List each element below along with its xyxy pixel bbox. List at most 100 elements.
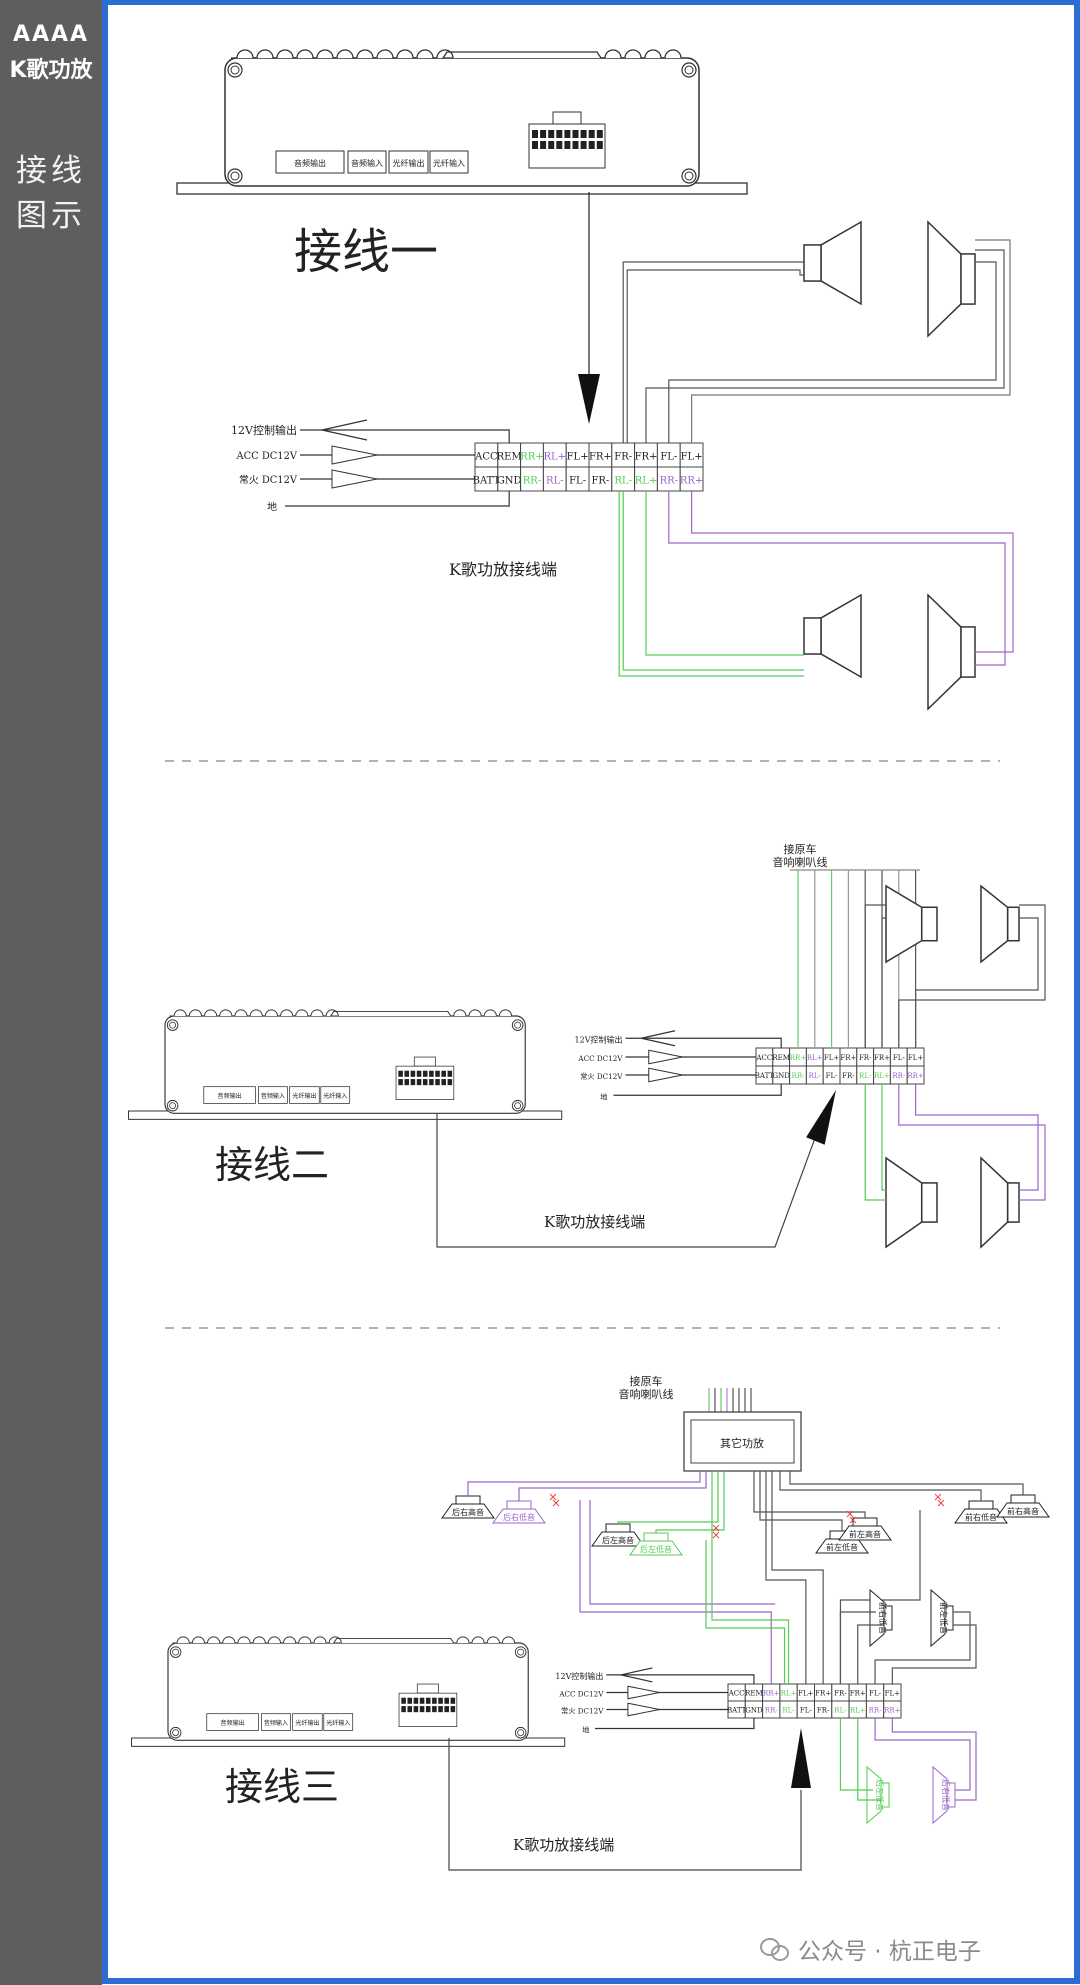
amp-port-label: 音频输入 bbox=[261, 1092, 285, 1100]
screw-icon bbox=[166, 1099, 179, 1112]
terminal-cell-label: FL- bbox=[800, 1707, 813, 1715]
brand-line-2: K歌功放 bbox=[9, 58, 93, 83]
small-speaker-icon: 后左高音 bbox=[591, 1523, 645, 1547]
connector-pin bbox=[404, 1079, 410, 1086]
connector-pin bbox=[416, 1070, 422, 1077]
speaker-cone bbox=[492, 1508, 546, 1524]
speaker-label: 前右低音 bbox=[965, 1512, 997, 1522]
speaker-icon bbox=[803, 593, 862, 679]
watermark: 公众号 · 杭正电子 bbox=[760, 1932, 981, 1966]
terminal-cell-label: RL+ bbox=[635, 475, 658, 486]
connector-pin bbox=[596, 130, 603, 138]
terminal-cell-label: FL- bbox=[893, 1054, 906, 1062]
terminal-cell-label: RL- bbox=[614, 475, 632, 486]
connector-tab bbox=[413, 1056, 436, 1067]
connector-pin bbox=[580, 130, 587, 138]
amplifier-2: 音频输出音频输入光纤输出光纤输入 bbox=[128, 1009, 563, 1120]
source-label: 音响喇叭线 bbox=[773, 855, 828, 869]
terminal-cell-label: FR+ bbox=[850, 1690, 866, 1698]
screw-icon bbox=[227, 62, 243, 78]
speaker-label: 前右高音 bbox=[1007, 1506, 1039, 1516]
wire bbox=[622, 261, 804, 443]
speaker-icon bbox=[927, 220, 976, 338]
speaker-icon bbox=[980, 1156, 1020, 1249]
amp-heatsink bbox=[169, 1009, 513, 1017]
terminal-cell-label: RL+ bbox=[781, 1690, 797, 1698]
wire bbox=[898, 904, 1046, 1048]
terminal-cell-label: FL- bbox=[869, 1690, 882, 1698]
speaker-magnet bbox=[960, 626, 976, 678]
terminal-cell-label: RR- bbox=[765, 1707, 779, 1715]
screw-icon bbox=[230, 65, 240, 75]
connector-pin bbox=[410, 1070, 416, 1077]
rem-output-label: 12V控制输出 bbox=[575, 1034, 623, 1044]
terminal-cell-label: FR- bbox=[591, 475, 609, 486]
screw-icon bbox=[684, 65, 694, 75]
amp-port bbox=[289, 1086, 320, 1104]
batt-label: 常火 DC12V bbox=[561, 1707, 604, 1716]
screw-icon bbox=[514, 1102, 522, 1110]
speaker-cone bbox=[629, 1540, 683, 1556]
speaker-magnet bbox=[1006, 906, 1020, 942]
speaker-cone bbox=[980, 1156, 1009, 1249]
wire bbox=[891, 1624, 977, 1684]
terminal-cell-label: RL- bbox=[859, 1072, 872, 1080]
vertical-speaker-icon: 前左低音 bbox=[930, 1588, 954, 1648]
speaker-icon bbox=[927, 593, 976, 711]
speaker-cone bbox=[954, 1508, 1008, 1524]
screw-icon bbox=[169, 1646, 182, 1658]
amp-port bbox=[429, 150, 469, 174]
diagram-2-title: 接线二 bbox=[215, 1143, 329, 1187]
terminal-label-1: K歌功放接线端 bbox=[449, 560, 557, 579]
small-speaker-icon: 前右低音 bbox=[954, 1500, 1008, 1524]
terminal-cell-label: ACC bbox=[728, 1690, 745, 1698]
terminal-cell-label: FR+ bbox=[635, 451, 658, 462]
connector-pin bbox=[401, 1697, 406, 1704]
terminal-cell-label: RL+ bbox=[544, 451, 567, 462]
vertical-speaker-icon: 后左低音 bbox=[866, 1765, 890, 1825]
amp-port bbox=[323, 1713, 354, 1731]
screw-icon bbox=[517, 1648, 525, 1656]
amp-port bbox=[258, 1086, 288, 1104]
cut-mark-icon bbox=[846, 1510, 854, 1518]
small-speaker-icon: 前右高音 bbox=[996, 1494, 1050, 1518]
wechat-icon bbox=[760, 1936, 790, 1962]
batt-label: 常火 DC12V bbox=[239, 473, 298, 486]
terminal-cell-label: FL- bbox=[826, 1072, 839, 1080]
screw-icon bbox=[511, 1099, 524, 1112]
connector-pin bbox=[425, 1697, 431, 1704]
wire bbox=[552, 1499, 560, 1507]
amplifier-3: 音频输出音频输入光纤输出光纤输入 bbox=[131, 1636, 566, 1747]
wire bbox=[914, 1084, 1039, 1191]
arrow-icon bbox=[627, 1702, 660, 1717]
source-label: 接原车 bbox=[630, 1374, 663, 1388]
cut-mark-icon bbox=[934, 1493, 942, 1501]
terminal-cell-label: BATT bbox=[755, 1072, 775, 1080]
terminal-cell-label: FR- bbox=[859, 1054, 872, 1062]
connector-pin bbox=[548, 130, 555, 138]
arrow-icon bbox=[648, 1067, 683, 1083]
cut-mark-icon bbox=[552, 1499, 560, 1507]
screw-icon bbox=[172, 1729, 180, 1737]
wire bbox=[891, 1718, 977, 1801]
speaker-label: 后右低音 bbox=[503, 1512, 535, 1522]
sidebar: AAAA K歌功放 接线 图示 bbox=[0, 0, 102, 1985]
connector-pin bbox=[532, 141, 538, 149]
wire bbox=[285, 491, 510, 507]
terminal-cell-label: FR- bbox=[614, 451, 632, 462]
terminal-cell-label: RL- bbox=[546, 475, 564, 486]
amp-port bbox=[261, 1713, 291, 1731]
cut-mark-icon bbox=[549, 1493, 557, 1501]
connector-pin bbox=[404, 1070, 410, 1077]
connector-pin bbox=[444, 1697, 449, 1704]
terminal-cell-label: BATT bbox=[727, 1707, 747, 1715]
screw-icon bbox=[514, 1726, 527, 1739]
wire bbox=[620, 1667, 653, 1683]
terminal-cell-label: FL+ bbox=[908, 1054, 924, 1062]
terminal-cell-label: REM bbox=[497, 451, 522, 462]
wire bbox=[849, 1516, 857, 1524]
connector-pin bbox=[580, 141, 587, 149]
arrow-head-icon bbox=[791, 1728, 811, 1788]
